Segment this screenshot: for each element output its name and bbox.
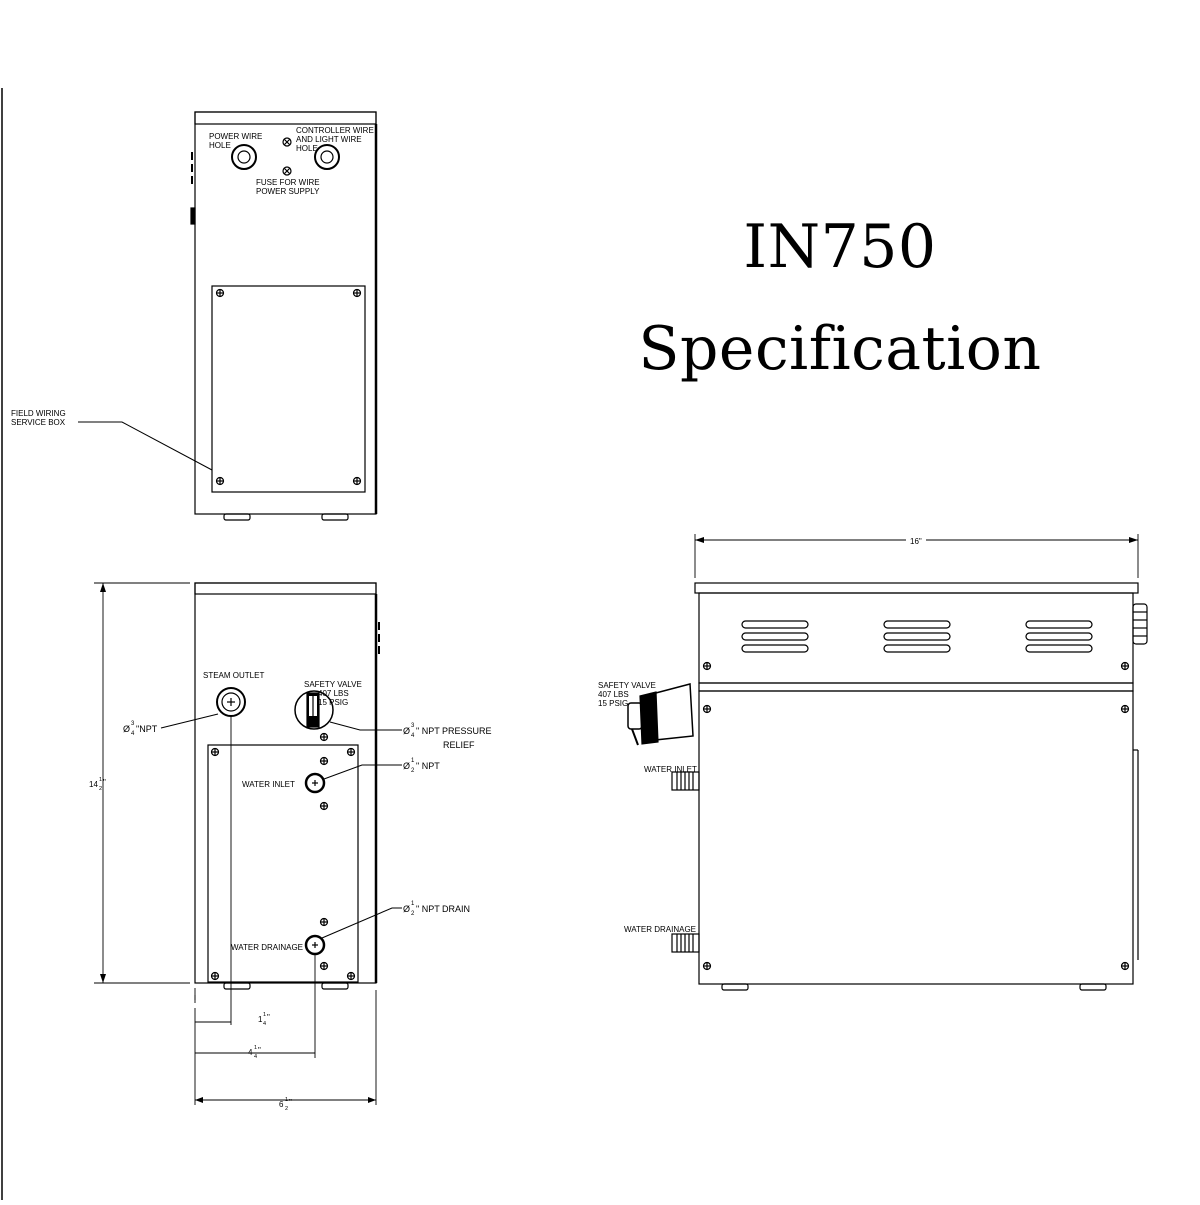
controller-wire-label: CONTROLLER WIRE [296, 126, 374, 135]
height-dimension [94, 582, 190, 984]
side-water-inlet-icon [671, 771, 700, 791]
controller-wire-label-2: AND LIGHT WIRE [296, 135, 362, 144]
screw-icon [282, 137, 292, 147]
title-model: IN750 [743, 212, 937, 282]
height-whole: 14 [89, 780, 98, 789]
panel-screws [215, 288, 362, 486]
width-whole: 6 [279, 1100, 284, 1109]
steam-npt-leader [160, 713, 219, 729]
power-wire-label-2: HOLE [209, 141, 231, 150]
side-width-label: 16" [910, 537, 922, 546]
fuse-label: FUSE FOR WIRE [256, 178, 320, 187]
foot [321, 513, 349, 521]
relief-prefix: Ø [403, 726, 410, 736]
steam-npt-den: 4 [131, 731, 135, 737]
dim-b-num: 1 [254, 1045, 257, 1051]
side-screws [702, 661, 1130, 971]
relief-suffix: " NPT PRESSURE [416, 726, 492, 736]
relief-leader [329, 721, 402, 731]
inlet-suffix: " NPT [416, 761, 440, 771]
drain-leader [321, 907, 402, 939]
side-view: 16" SAFETY VALVE 407 LBS 15 PSIG WATER I… [598, 534, 1148, 991]
side-view-body [698, 690, 1134, 985]
side-view-upper [698, 592, 1134, 684]
inlet-num: 1 [411, 758, 415, 764]
safety-valve-label: SAFETY VALVE [304, 680, 362, 689]
top-view-lid [194, 111, 377, 125]
dim-a-num: 1 [263, 1012, 266, 1018]
vent-icon [883, 620, 951, 653]
foot [223, 513, 251, 521]
side-safety-valve-psig: 15 PSIG [598, 699, 628, 708]
controller-wire-label-3: HOLE [296, 144, 318, 153]
safety-valve-psig: 15 PSIG [318, 698, 348, 707]
drain-den: 2 [411, 911, 415, 917]
height-inch: " [103, 778, 106, 787]
water-drainage-label: WATER DRAINAGE [231, 943, 303, 952]
top-view: POWER WIRE HOLE CONTROLLER WIRE AND LIGH… [11, 111, 378, 521]
safety-valve-icon [294, 690, 334, 730]
side-water-drainage-icon [671, 933, 700, 953]
dim-b-whole: 4 [248, 1048, 253, 1057]
dim-b-inch: " [258, 1046, 261, 1055]
cable-gland-icon [1132, 603, 1148, 645]
width-num: 1 [285, 1097, 288, 1103]
side-safety-valve-lbs: 407 LBS [598, 690, 629, 699]
safety-valve-lbs: 407 LBS [318, 689, 349, 698]
drain-prefix: Ø [403, 904, 410, 914]
front-service-panel [207, 744, 359, 983]
power-wire-gland-icon [231, 144, 257, 170]
title-spec: Specification [638, 314, 1042, 384]
side-safety-valve-label: SAFETY VALVE [598, 681, 656, 690]
height-den: 2 [99, 786, 102, 792]
service-box-label: FIELD WIRING [11, 409, 66, 418]
steam-npt-suffix: "NPT [136, 724, 158, 734]
vent-icon [741, 620, 809, 653]
drain-num: 1 [411, 901, 415, 907]
side-view-lid [694, 582, 1139, 594]
side-view-band [698, 682, 1134, 692]
front-panel-screws [210, 747, 356, 981]
service-box-panel [211, 285, 366, 493]
service-box-leader [78, 421, 213, 471]
steam-npt-num: 3 [131, 721, 135, 727]
relief-den: 4 [411, 733, 415, 739]
side-water-inlet-label: WATER INLET [644, 765, 697, 774]
steam-outlet-label: STEAM OUTLET [203, 671, 264, 680]
side-width-dimension [694, 534, 1139, 578]
inlet-prefix: Ø [403, 761, 410, 771]
inlet-den: 2 [411, 768, 415, 774]
front-view: STEAM OUTLET SAFETY VALVE 407 LBS 15 PSI… [89, 582, 492, 1112]
fuse-label-2: POWER SUPPLY [256, 187, 320, 196]
controller-wire-gland-icon [314, 144, 340, 170]
width-den: 2 [285, 1106, 288, 1112]
dim-a-inch: " [267, 1013, 270, 1022]
side-safety-valve-icon [627, 683, 694, 746]
front-view-lid [194, 582, 377, 595]
water-inlet-icon [304, 772, 326, 794]
dim-b-den: 4 [254, 1054, 257, 1060]
dim-a-whole: 1 [258, 1015, 263, 1024]
water-inlet-label: WATER INLET [242, 780, 295, 789]
service-box-label-2: SERVICE BOX [11, 418, 66, 427]
drain-suffix: " NPT DRAIN [416, 904, 470, 914]
vent-icon [1025, 620, 1093, 653]
width-inch: " [289, 1098, 292, 1107]
relief-num: 3 [411, 723, 415, 729]
inlet-leader [323, 764, 402, 780]
relief-suffix-2: RELIEF [443, 740, 475, 750]
fuse-icon [282, 166, 292, 176]
side-water-drainage-label: WATER DRAINAGE [624, 925, 696, 934]
steam-npt-prefix: Ø [123, 724, 130, 734]
width-dimensions [194, 716, 377, 1105]
height-num: 1 [99, 777, 102, 783]
power-wire-label: POWER WIRE [209, 132, 262, 141]
dim-a-den: 4 [263, 1021, 266, 1027]
